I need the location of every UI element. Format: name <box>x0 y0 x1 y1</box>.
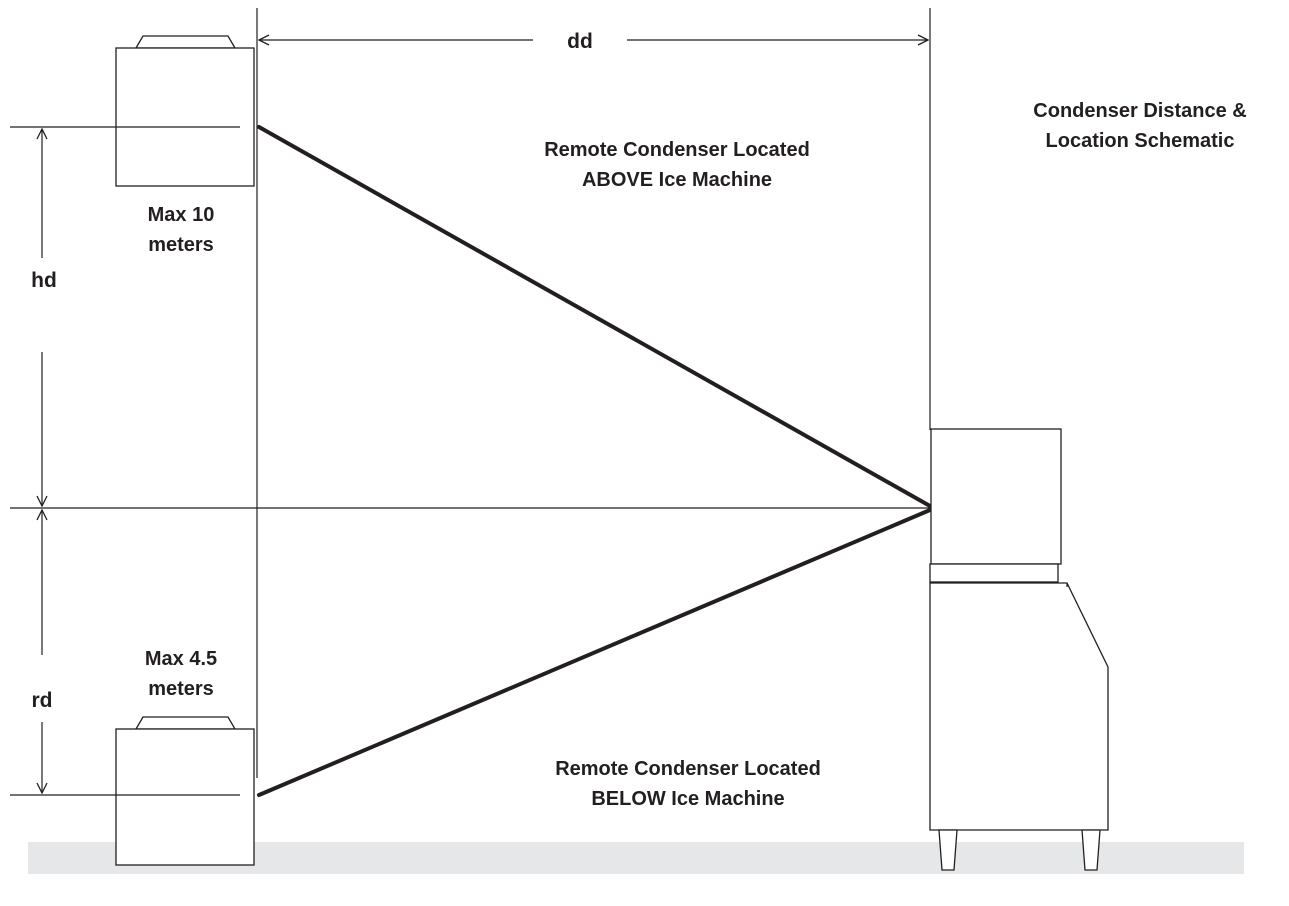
below-caption-line1: Remote Condenser Located <box>555 758 821 780</box>
above-caption-line1: Remote Condenser Located <box>544 139 810 161</box>
upper-condenser-fan-cap <box>134 35 237 49</box>
max-above-line1: Max 10 <box>148 204 215 226</box>
ice-machine-head <box>930 428 1062 565</box>
upper-condenser-body <box>115 47 255 187</box>
max-above-line2: meters <box>148 234 214 256</box>
lower-condenser-fan-cap <box>134 716 237 730</box>
schematic-title-line1: Condenser Distance & <box>1033 100 1246 122</box>
upper-remote-condenser <box>115 35 255 187</box>
max-below-line2: meters <box>148 678 214 700</box>
lower-refrigerant-line <box>257 508 932 797</box>
lower-condenser-body <box>115 728 255 866</box>
rd-label: rd <box>32 689 53 712</box>
dd-label: dd <box>567 30 593 53</box>
below-caption-line2: BELOW Ice Machine <box>591 788 784 810</box>
schematic-title-line2: Location Schematic <box>1046 130 1235 152</box>
lower-remote-condenser <box>115 716 255 866</box>
max-below-line1: Max 4.5 <box>145 648 217 670</box>
upper-refrigerant-line <box>257 125 932 508</box>
bin-leg-right <box>1081 829 1101 871</box>
above-caption-line2: ABOVE Ice Machine <box>582 169 772 191</box>
ice-machine <box>929 428 1109 871</box>
hd-label: hd <box>31 269 57 292</box>
ice-machine-adapter <box>929 563 1059 583</box>
bin-leg-left <box>938 829 958 871</box>
ice-storage-bin <box>929 582 1109 831</box>
